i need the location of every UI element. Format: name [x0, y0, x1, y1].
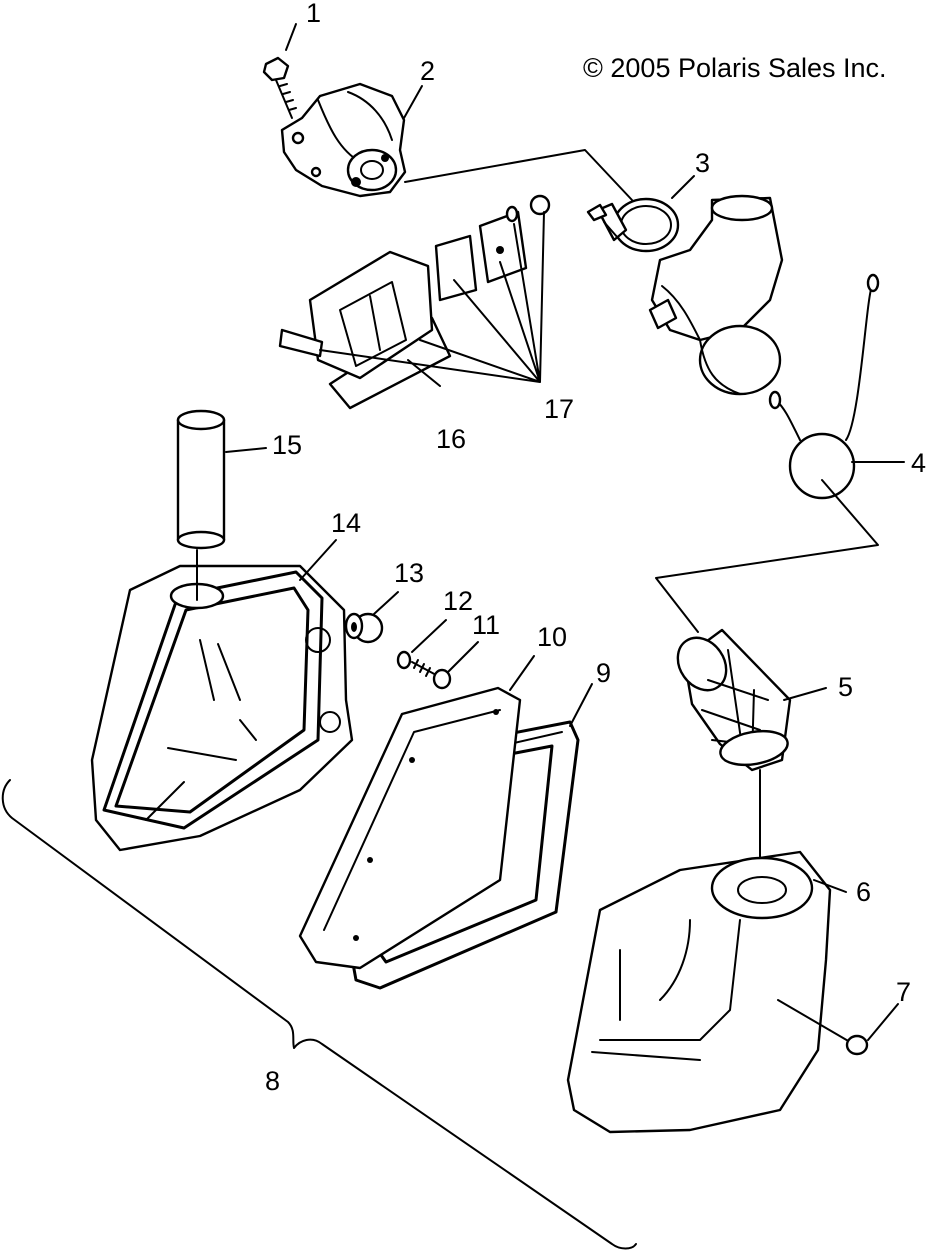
- part-15-tube: [176, 409, 226, 601]
- callout-labels: 1 2 3 4 5 6 7 8 9 10 11 12 13 14 15 16 1…: [265, 0, 926, 1096]
- callout-3: 3: [695, 148, 710, 178]
- callout-8: 8: [265, 1066, 280, 1096]
- callout-16: 16: [436, 424, 466, 454]
- callout-1: 1: [306, 0, 321, 28]
- connector-line-2-3: [404, 149, 633, 201]
- callout-4: 4: [911, 448, 926, 478]
- callout-5: 5: [838, 672, 853, 702]
- callout-12: 12: [443, 586, 473, 616]
- callout-9: 9: [596, 658, 611, 688]
- part-11-bolt: [411, 659, 452, 690]
- callout-13: 13: [394, 558, 424, 588]
- callout-11: 11: [472, 610, 500, 640]
- part-3-hose-clamp: [586, 197, 680, 253]
- part-12-washer: [396, 650, 412, 670]
- callout-10: 10: [537, 622, 567, 652]
- copyright-text: © 2005 Polaris Sales Inc.: [583, 53, 887, 83]
- callout-15: 15: [272, 430, 302, 460]
- part-1-screw: [262, 56, 297, 119]
- carburetor-body: [648, 194, 784, 396]
- part-13-grommet: [344, 612, 384, 644]
- callout-7: 7: [896, 977, 911, 1007]
- part-7-screw: [777, 999, 869, 1056]
- part-8-group-bracket: [1, 779, 637, 1250]
- leader-lines: [225, 23, 905, 1041]
- part-14-airbox-upper: [90, 564, 354, 852]
- part-5-intake-boot: [676, 628, 792, 891]
- part-17-reed-valve-parts: [278, 194, 551, 387]
- part-10-filter-element: [298, 686, 522, 970]
- callout-6: 6: [856, 877, 871, 907]
- callout-2: 2: [420, 56, 435, 86]
- part-4-wire-ring: [655, 273, 880, 633]
- part-6-airbox-lower: [566, 850, 832, 1134]
- part-2-pump-assembly: [280, 82, 407, 198]
- callout-14: 14: [331, 508, 361, 538]
- callout-17: 17: [544, 394, 574, 424]
